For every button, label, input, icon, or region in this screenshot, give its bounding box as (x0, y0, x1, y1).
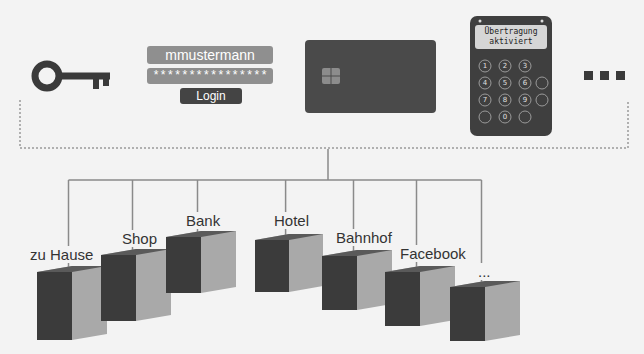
key-icon (35, 64, 110, 89)
field-text: **************** (152, 69, 267, 83)
key-digit: 3 (519, 62, 531, 71)
key-digit: 4 (479, 79, 491, 88)
place-label: Hotel (272, 212, 311, 229)
login-button: Login (180, 88, 242, 104)
more-dots (584, 71, 625, 80)
place-cube: ... (450, 263, 520, 341)
place-label: ... (476, 263, 493, 280)
key-digit: 6 (519, 79, 531, 88)
field-text: Login (196, 89, 225, 103)
place-cube: zu Hause (28, 246, 107, 340)
place-label: Shop (120, 230, 159, 247)
cube-shape (37, 266, 107, 340)
place-label: Bahnhof (334, 229, 394, 246)
cube-shape (101, 249, 171, 321)
place-label: Facebook (398, 245, 468, 262)
place-cube: Shop (101, 230, 171, 321)
dotted-bracket (20, 100, 628, 148)
username-field: mmustermann (147, 46, 273, 64)
reader-display: Übertragung aktiviert (475, 25, 547, 49)
key-digit: 1 (479, 62, 491, 71)
key-digit: 9 (519, 96, 531, 105)
key-digit: 5 (499, 79, 511, 88)
place-label: zu Hause (28, 246, 95, 263)
cube-shape (385, 266, 455, 326)
card-reader (470, 16, 552, 136)
cube-shape (322, 250, 392, 310)
cube-shape (255, 234, 323, 292)
place-cube: Bahnhof (322, 229, 394, 310)
place-label: Bank (184, 212, 222, 229)
field-text: mmustermann (165, 47, 254, 63)
key-digit: 0 (499, 113, 511, 122)
password-field: **************** (147, 68, 273, 84)
field-text: Übertragung aktiviert (479, 27, 543, 47)
key-digit: 8 (499, 96, 511, 105)
cube-shape (450, 281, 520, 341)
key-digit: 7 (479, 96, 491, 105)
cube-shape (166, 231, 236, 293)
place-cube: Bank (166, 212, 236, 293)
key-digit: 2 (499, 62, 511, 71)
place-cube: Hotel (255, 212, 323, 292)
chip-card (305, 40, 436, 113)
